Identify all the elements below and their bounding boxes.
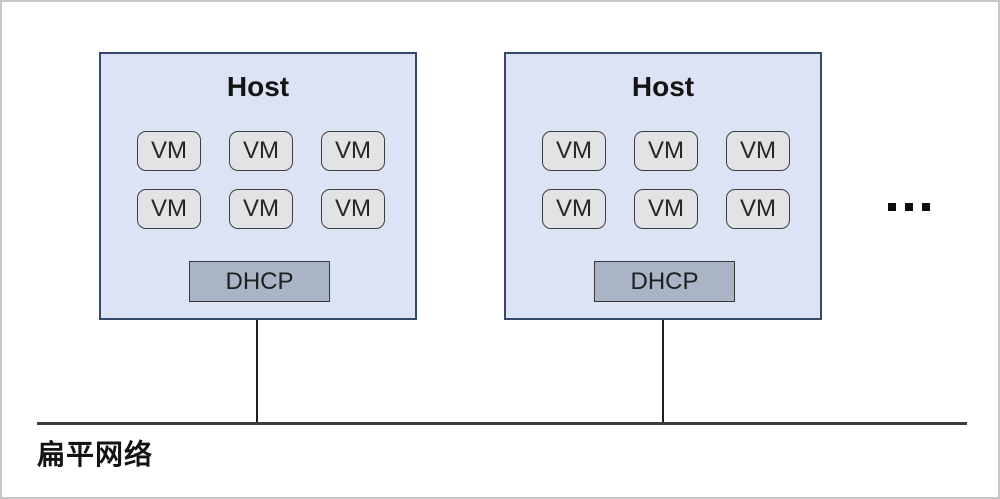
host-box-2: Host VM VM VM VM VM VM DHCP	[504, 52, 822, 320]
vm-box: VM	[542, 131, 606, 171]
vm-box: VM	[634, 189, 698, 229]
vm-box: VM	[229, 131, 293, 171]
ellipsis-dot	[905, 203, 913, 211]
vm-box: VM	[137, 131, 201, 171]
ellipsis-dot	[922, 203, 930, 211]
flat-network-line	[37, 422, 967, 425]
ellipsis-dot	[888, 203, 896, 211]
network-label: 扁平网络	[37, 439, 154, 470]
vm-box: VM	[229, 189, 293, 229]
vm-box: VM	[542, 189, 606, 229]
vm-box: VM	[726, 131, 790, 171]
host1-network-connector	[256, 320, 258, 423]
host2-network-connector	[662, 320, 664, 423]
vm-box: VM	[726, 189, 790, 229]
host-title: Host	[226, 71, 290, 102]
vm-box: VM	[137, 189, 201, 229]
dhcp-box: DHCP	[189, 261, 330, 302]
vm-box: VM	[321, 189, 385, 229]
vm-box: VM	[321, 131, 385, 171]
host-box-1: Host VM VM VM VM VM VM DHCP	[99, 52, 417, 320]
dhcp-box: DHCP	[594, 261, 735, 302]
host-title: Host	[631, 71, 695, 102]
vm-box: VM	[634, 131, 698, 171]
more-hosts-ellipsis	[888, 203, 930, 211]
